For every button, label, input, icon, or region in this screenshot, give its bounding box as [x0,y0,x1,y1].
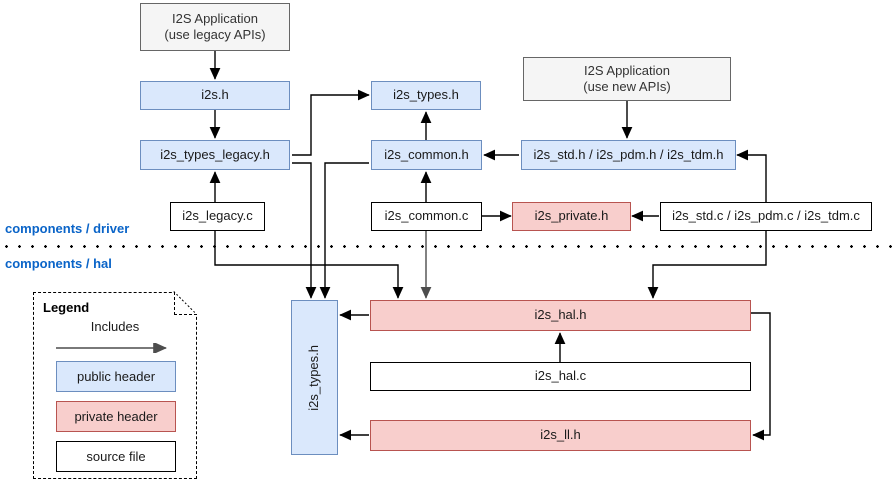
node-label: i2s_ll.h [540,427,581,443]
legend-swatch-public-header: public header [56,361,176,392]
node-i2s-ll-h: i2s_ll.h [370,420,751,451]
node-label: i2s_legacy.c [182,208,253,224]
node-label: i2s_common.c [384,208,469,224]
node-i2s-h: i2s.h [140,81,290,110]
node-i2s-legacy-c: i2s_legacy.c [170,202,265,231]
node-i2s-common-c: i2s_common.c [371,202,482,231]
node-label: i2s_types.h [393,87,459,103]
node-label: i2s_types_legacy.h [160,146,270,162]
legend-swatch-label: public header [76,369,156,384]
node-label: i2s_hal.c [534,368,587,384]
node-label: i2s_std.h / i2s_pdm.h / i2s_tdm.h [533,146,724,162]
node-i2s-hal-c: i2s_hal.c [370,362,751,391]
legend-swatch-source-file: source file [56,441,176,472]
legend: Legend Includes public header private he… [33,292,197,479]
node-label: i2s_std.c / i2s_pdm.c / i2s_tdm.c [672,208,860,224]
node-i2s-std-c: i2s_std.c / i2s_pdm.c / i2s_tdm.c [660,202,872,231]
zone-label-driver: components / driver [5,221,130,236]
node-i2s-types-legacy-h: i2s_types_legacy.h [140,140,290,170]
node-label: i2s_common.h [384,146,469,162]
node-label: i2s_types.h [306,344,322,411]
node-app-legacy: I2S Application (use legacy APIs) [140,3,290,51]
node-i2s-private-h: i2s_private.h [512,202,631,231]
legend-swatch-label: source file [86,449,146,464]
node-i2s-common-h: i2s_common.h [371,140,482,170]
node-label: i2s.h [201,87,229,103]
node-label: i2s_private.h [534,208,609,224]
legend-swatch-label: private header [74,409,158,424]
node-i2s-types-h-top: i2s_types.h [371,81,481,110]
node-label: I2S Application (use legacy APIs) [164,10,266,42]
node-i2s-std-h: i2s_std.h / i2s_pdm.h / i2s_tdm.h [521,140,736,170]
legend-includes-arrow-icon [56,343,167,353]
legend-swatch-private-header: private header [56,401,176,432]
node-i2s-types-h-hal: i2s_types.h [291,300,338,455]
zone-label-hal: components / hal [5,256,112,271]
legend-fold-corner [174,292,197,315]
legend-includes-label: Includes [90,319,140,334]
node-app-new: I2S Application (use new APIs) [523,57,731,101]
legend-title: Legend [43,300,90,315]
zone-divider [0,245,893,248]
node-label: i2s_hal.h [534,307,587,323]
node-i2s-hal-h: i2s_hal.h [370,300,751,331]
node-label: I2S Application (use new APIs) [583,62,671,94]
